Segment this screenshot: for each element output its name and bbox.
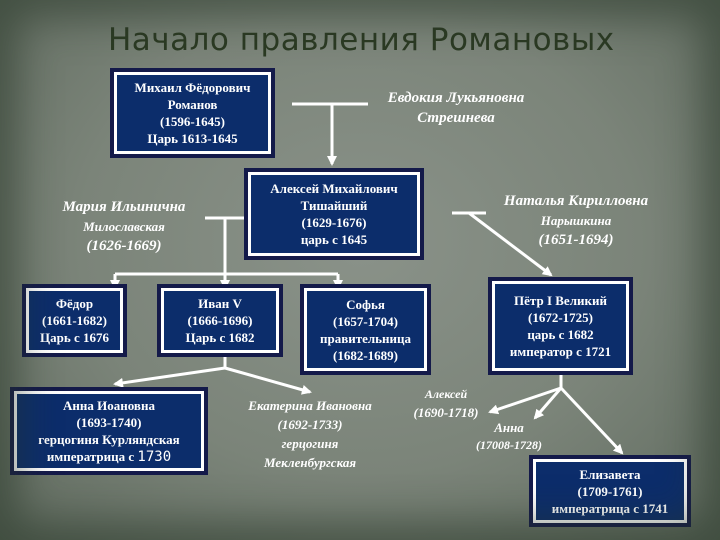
- box-ivan: Иван V (1666-1696) Царь с 1682: [157, 284, 283, 357]
- mikhail-surname: Романов: [167, 97, 218, 112]
- alexei-son-years: (1690-1718): [413, 405, 479, 420]
- peter-emperor: император с 1721: [509, 344, 612, 359]
- sofya-name: Софья: [346, 296, 385, 312]
- anna-ioanovna-years: (1693-1740): [76, 414, 142, 430]
- maria-years: (1626-1669): [86, 238, 162, 254]
- sofya-regency: (1682-1689): [333, 347, 398, 363]
- anna-years: (17008-1728): [476, 438, 542, 452]
- anna-ioanovna-title: герцогиня Курляндская: [38, 431, 180, 447]
- anna-ioanovna-name: Анна Иоановна: [63, 397, 155, 413]
- arrow-elizaveta: [559, 386, 624, 455]
- evdokia-surname: Стрешнева: [417, 110, 495, 126]
- ekaterina-years: (1692-1733): [277, 417, 343, 432]
- ekaterina-name: Екатерина Ивановна: [248, 398, 372, 413]
- fedor-years: (1661-1682): [42, 313, 107, 328]
- natalya-surname: Нарышкина: [540, 213, 612, 228]
- spouse-natalya: Наталья Кирилловна Нарышкина (1651-1694): [478, 191, 674, 250]
- anna-name: Анна: [494, 420, 524, 435]
- alexei-reign: царь с 1645: [300, 232, 368, 247]
- natalya-years: (1651-1694): [538, 232, 614, 248]
- ivan-years: (1666-1696): [187, 313, 253, 328]
- person-alexei-son: Алексей (1690-1718): [404, 386, 488, 422]
- anna-ioanovna-reign-label: императрица с: [46, 448, 138, 464]
- box-sofya: Софья (1657-1704) правительница (1682-16…: [300, 284, 431, 375]
- peter-name: Пётр I Великий: [514, 293, 607, 308]
- box-fedor: Фёдор (1661-1682) Царь с 1676: [22, 284, 127, 357]
- ekaterina-duchy: Мекленбургская: [263, 455, 357, 470]
- peter-tsar: царь с 1682: [527, 327, 594, 342]
- elizaveta-reign: императрица с 1741: [551, 500, 669, 516]
- ekaterina-title: герцогиня: [281, 436, 339, 451]
- alexei-years: (1629-1676): [301, 215, 367, 230]
- alexei-name: Алексей Михайлович: [270, 181, 398, 196]
- page-title: Начало правления Романовых: [108, 22, 615, 58]
- arrow-anna-ioanovna: [113, 366, 226, 388]
- person-anna: Анна (17008-1728): [464, 418, 554, 454]
- arrow-anna: [533, 387, 563, 420]
- alexei-epithet: Тишайший: [300, 198, 368, 213]
- arrow-ekaterina: [224, 366, 312, 395]
- elizaveta-years: (1709-1761): [577, 483, 643, 499]
- evdokia-name: Евдокия Лукьяновна: [387, 90, 525, 106]
- maria-name: Мария Ильинична: [62, 199, 186, 215]
- natalya-name: Наталья Кирилловна: [503, 193, 649, 209]
- person-ekaterina: Екатерина Ивановна (1692-1733) герцогиня…: [226, 396, 394, 472]
- box-anna-ioanovna: Анна Иоановна (1693-1740) герцогиня Курл…: [10, 387, 208, 475]
- sofya-title: правительница: [319, 330, 412, 346]
- arrow-peter: [468, 211, 553, 277]
- mikhail-name: Михаил Фёдорович: [134, 80, 251, 95]
- sofya-years: (1657-1704): [333, 313, 398, 329]
- arrow-alexei-son: [488, 386, 562, 415]
- alexei-son-name: Алексей: [424, 387, 468, 401]
- fedor-reign: Царь с 1676: [40, 330, 109, 345]
- spouse-evdokia: Евдокия Лукьяновна Стрешнева: [366, 88, 546, 128]
- spouse-maria: Мария Ильинична Милославская (1626-1669): [40, 197, 208, 256]
- anna-ioanovna-reign-year: 1730: [137, 448, 172, 465]
- maria-surname: Милославская: [83, 219, 165, 234]
- box-peter: Пётр I Великий (1672-1725) царь с 1682 и…: [488, 277, 633, 375]
- anna-ioanovna-reign: императрица с 1730: [17, 448, 201, 466]
- box-elizaveta: Елизавета (1709-1761) императрица с 1741: [529, 455, 691, 527]
- peter-years: (1672-1725): [528, 310, 593, 325]
- mikhail-reign: Царь 1613-1645: [147, 131, 238, 146]
- mikhail-years: (1596-1645): [160, 114, 225, 129]
- ivan-name: Иван V: [198, 296, 242, 311]
- box-mikhail: Михаил Фёдорович Романов (1596-1645) Цар…: [110, 68, 275, 158]
- fedor-name: Фёдор: [55, 296, 94, 311]
- ivan-reign: Царь с 1682: [185, 330, 255, 345]
- elizaveta-name: Елизавета: [579, 466, 641, 482]
- box-alexei: Алексей Михайлович Тишайший (1629-1676) …: [244, 168, 424, 260]
